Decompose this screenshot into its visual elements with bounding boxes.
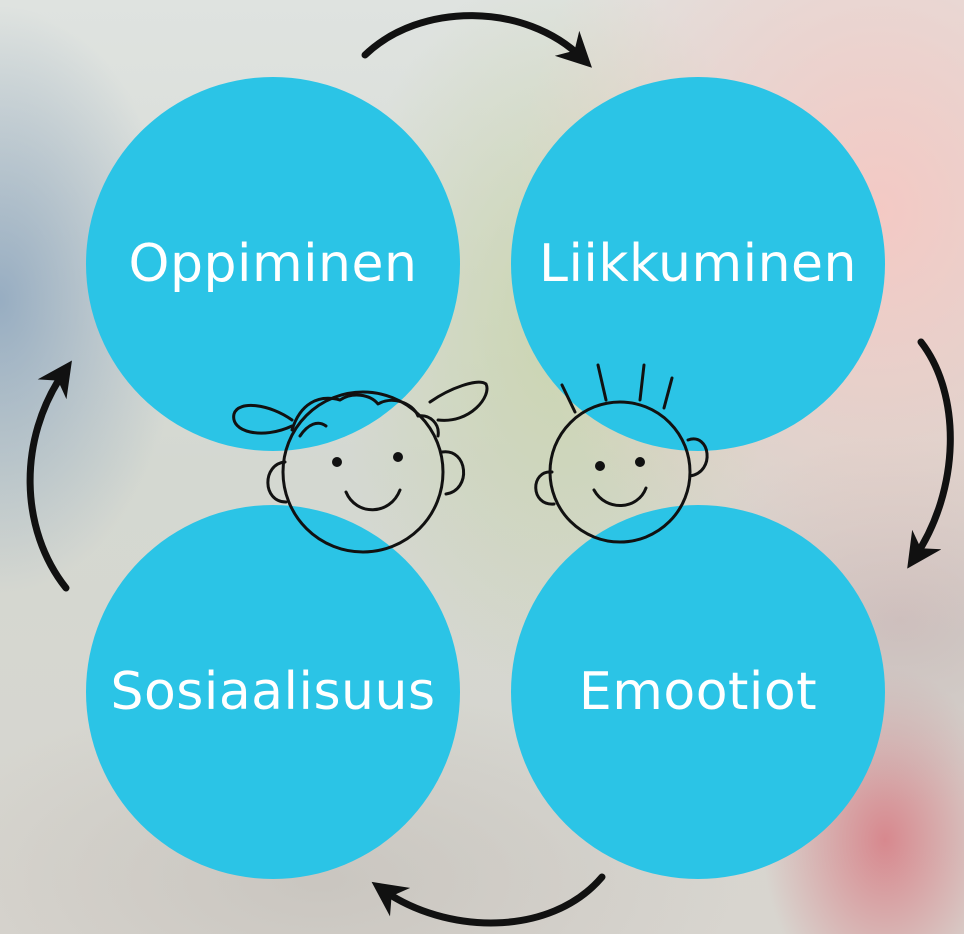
circle-label-oppiminen: Oppiminen [128, 234, 418, 294]
circle-label-liikkuminen: Liikkuminen [539, 234, 857, 294]
circle-liikkuminen: Liikkuminen [511, 77, 885, 451]
circle-label-emootiot: Emootiot [578, 662, 818, 722]
circle-sosiaalisuus: Sosiaalisuus [86, 505, 460, 879]
circle-oppiminen: Oppiminen [86, 77, 460, 451]
circle-label-sosiaalisuus: Sosiaalisuus [110, 662, 436, 722]
circle-emootiot: Emootiot [511, 505, 885, 879]
